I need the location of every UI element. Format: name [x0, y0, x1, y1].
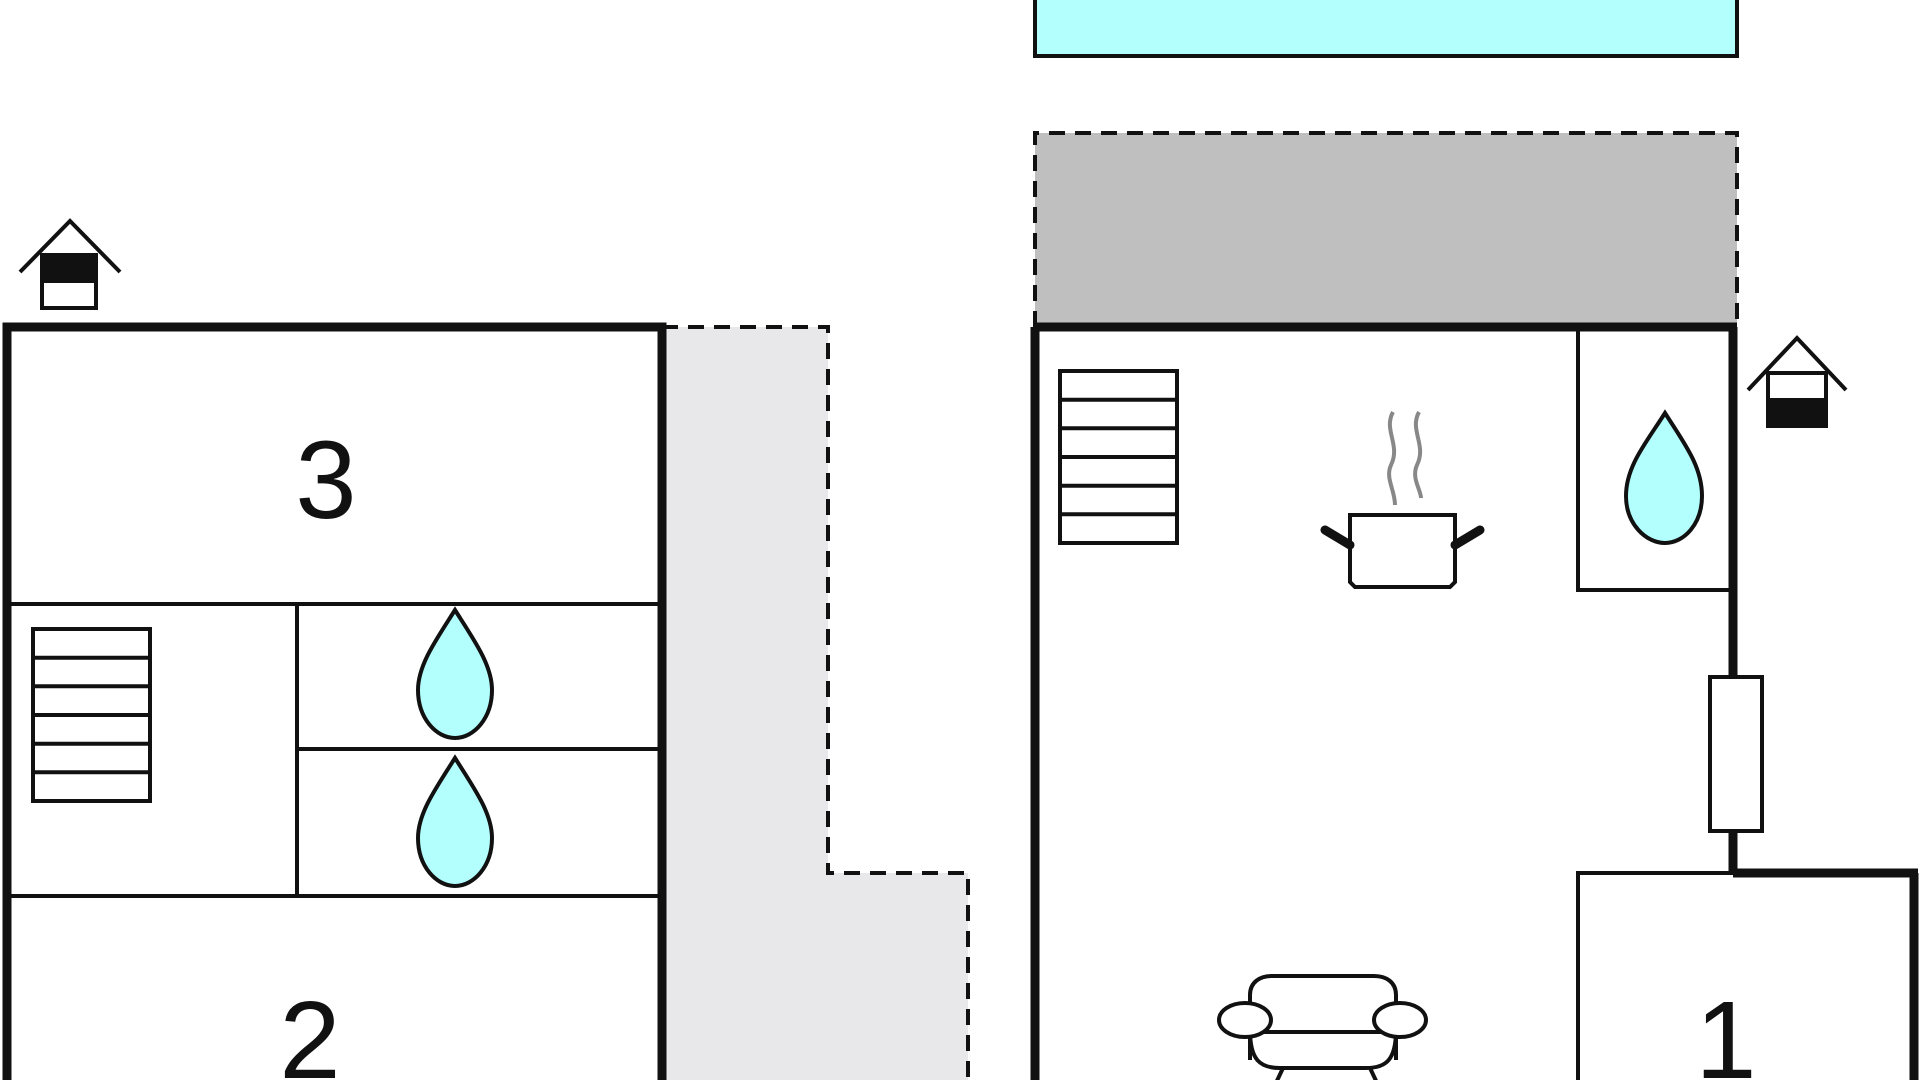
- room-number-3: 3: [295, 419, 356, 542]
- left-building: [2, 322, 667, 1080]
- right-building: [1030, 322, 1919, 1080]
- stairs-icon: [1058, 369, 1179, 545]
- water-drop-icon: [415, 606, 495, 741]
- house-entrance-icon: [1746, 335, 1848, 428]
- door-icon: [1708, 675, 1764, 833]
- room-number-2: 2: [279, 979, 340, 1080]
- open-terrace-outline: [662, 325, 970, 1080]
- water-drop-icon: [415, 754, 495, 889]
- armchair-icon: [1217, 974, 1428, 1080]
- open-terrace: [662, 327, 968, 1080]
- stairs-icon: [31, 627, 152, 803]
- house-entrance-icon: [18, 218, 122, 310]
- water-drop-icon: [1623, 409, 1705, 546]
- covered-terrace-outline: [1033, 131, 1739, 327]
- pool: [1033, 0, 1739, 58]
- cooking-pot-icon: [1320, 411, 1485, 589]
- room-number-1: 1: [1695, 979, 1756, 1080]
- covered-terrace: [1035, 133, 1737, 327]
